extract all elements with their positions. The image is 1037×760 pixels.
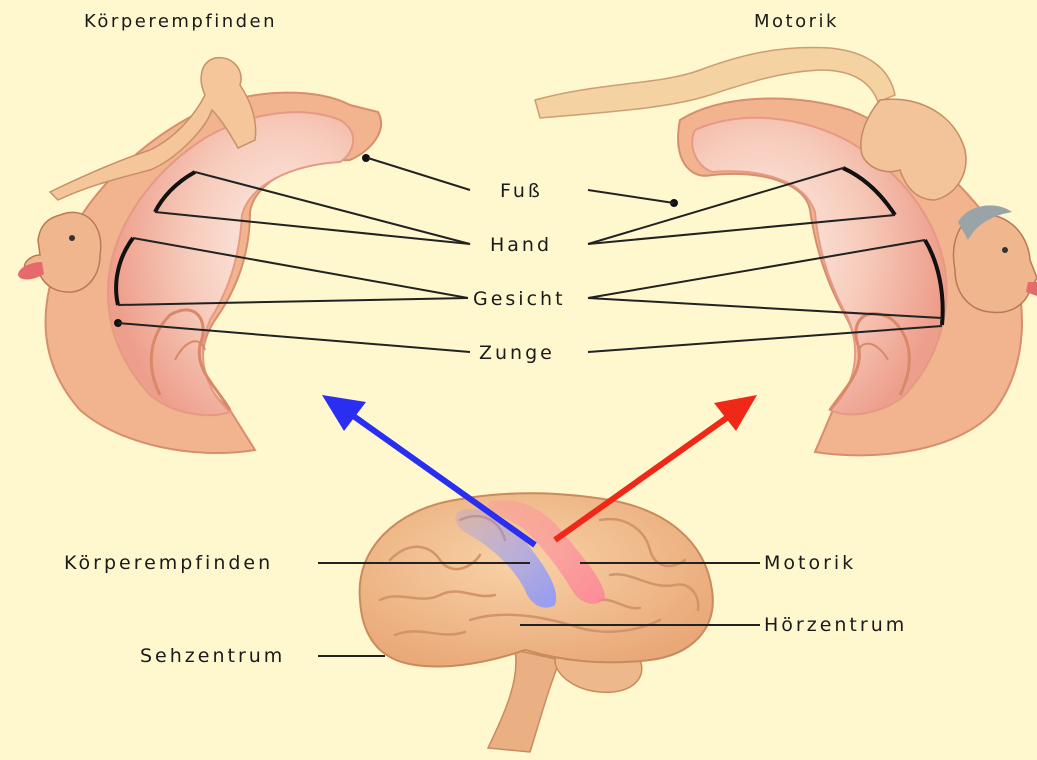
- sensory-arrowhead: [322, 395, 366, 431]
- brain-label-visual: Sehzentrum: [140, 645, 285, 667]
- label-foot: Fuß: [497, 180, 546, 202]
- label-face: Gesicht: [470, 288, 569, 310]
- brain-label-motor: Motorik: [764, 552, 856, 574]
- label-hand: Hand: [487, 234, 555, 256]
- sensory-homunculus-eye: [69, 235, 75, 241]
- brainstem: [488, 650, 560, 752]
- whole-brain: [360, 493, 713, 752]
- label-tongue: Zunge: [476, 342, 558, 364]
- brain-label-auditory: Hörzentrum: [764, 614, 907, 636]
- brain-label-sensory: Körperempfinden: [64, 552, 273, 574]
- pointer-foot-left: [368, 158, 470, 190]
- sensory-homunculus-tongue: [18, 262, 44, 279]
- motor-homunculus-eye: [1002, 247, 1008, 253]
- header-motor: Motorik: [754, 11, 839, 33]
- sensory-homunculus-head: [24, 212, 100, 292]
- header-sensory: Körperempfinden: [84, 11, 277, 33]
- pointer-foot-right: [588, 190, 674, 203]
